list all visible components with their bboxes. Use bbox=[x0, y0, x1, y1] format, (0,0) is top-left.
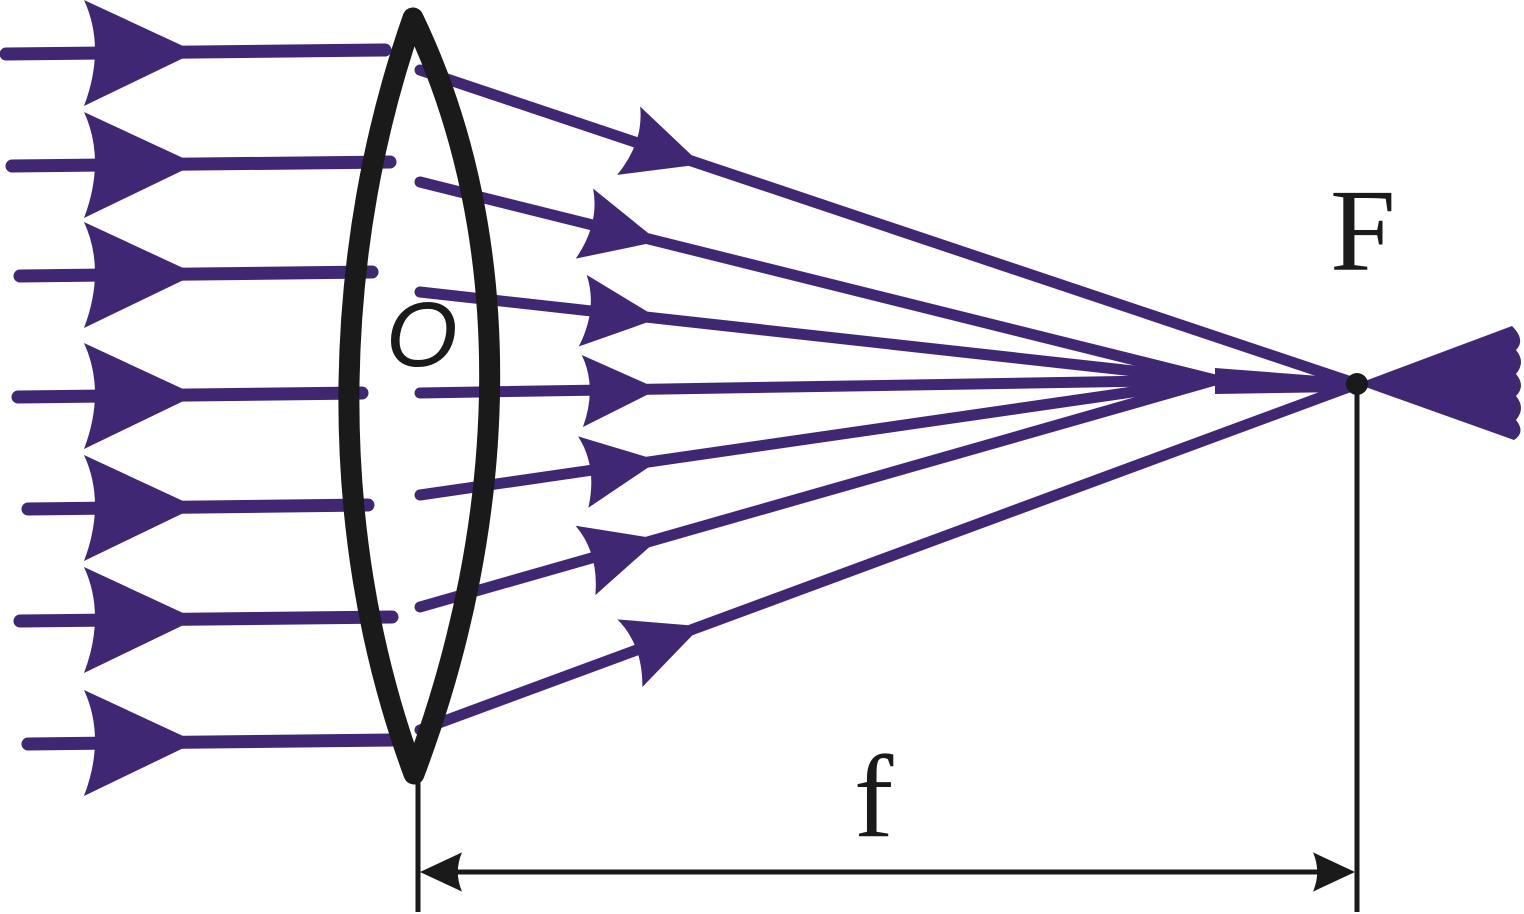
converging-bundle bbox=[1215, 368, 1345, 394]
focal-length-label: f bbox=[854, 731, 894, 862]
incident-ray bbox=[13, 610, 399, 628]
incident-arrow-icon bbox=[84, 455, 196, 561]
focal-point-dot bbox=[1346, 373, 1368, 395]
convex-lens bbox=[338, 7, 501, 785]
refracted-ray bbox=[414, 374, 1221, 501]
focal-length-dimension bbox=[415, 386, 1360, 912]
refracted-ray bbox=[414, 176, 1221, 386]
refracted-arrow-icon bbox=[575, 504, 669, 596]
light-rays bbox=[0, 0, 1521, 796]
refracted-arrow-icon bbox=[617, 106, 713, 200]
refracted-ray bbox=[414, 374, 1221, 613]
refracted-arrow-icon bbox=[617, 593, 714, 688]
incident-ray bbox=[5, 155, 397, 173]
incident-arrow-icon bbox=[84, 343, 196, 449]
incident-ray bbox=[21, 498, 375, 516]
incident-ray bbox=[21, 733, 399, 751]
optical-center-label: O bbox=[386, 284, 458, 386]
refracted-ray bbox=[414, 64, 1363, 390]
refracted-arrow-icon bbox=[581, 353, 660, 428]
dimension-arrow-right-icon bbox=[1313, 852, 1355, 892]
diverging-bundle bbox=[1357, 326, 1521, 440]
refracted-arrow-icon bbox=[578, 274, 663, 355]
focal-point-label: F bbox=[1330, 165, 1396, 296]
refracted-arrow-icon bbox=[575, 188, 668, 278]
incident-arrow-icon bbox=[84, 690, 196, 796]
incident-arrow-icon bbox=[84, 0, 196, 106]
refracted-ray bbox=[414, 378, 1363, 736]
incident-arrow-icon bbox=[84, 567, 196, 673]
dimension-arrow-left-icon bbox=[420, 852, 462, 892]
refracted-ray bbox=[414, 374, 1221, 399]
refracted-ray bbox=[414, 286, 1221, 386]
incident-arrow-icon bbox=[84, 222, 196, 328]
incident-arrow-icon bbox=[84, 112, 196, 218]
incident-ray bbox=[13, 265, 379, 283]
